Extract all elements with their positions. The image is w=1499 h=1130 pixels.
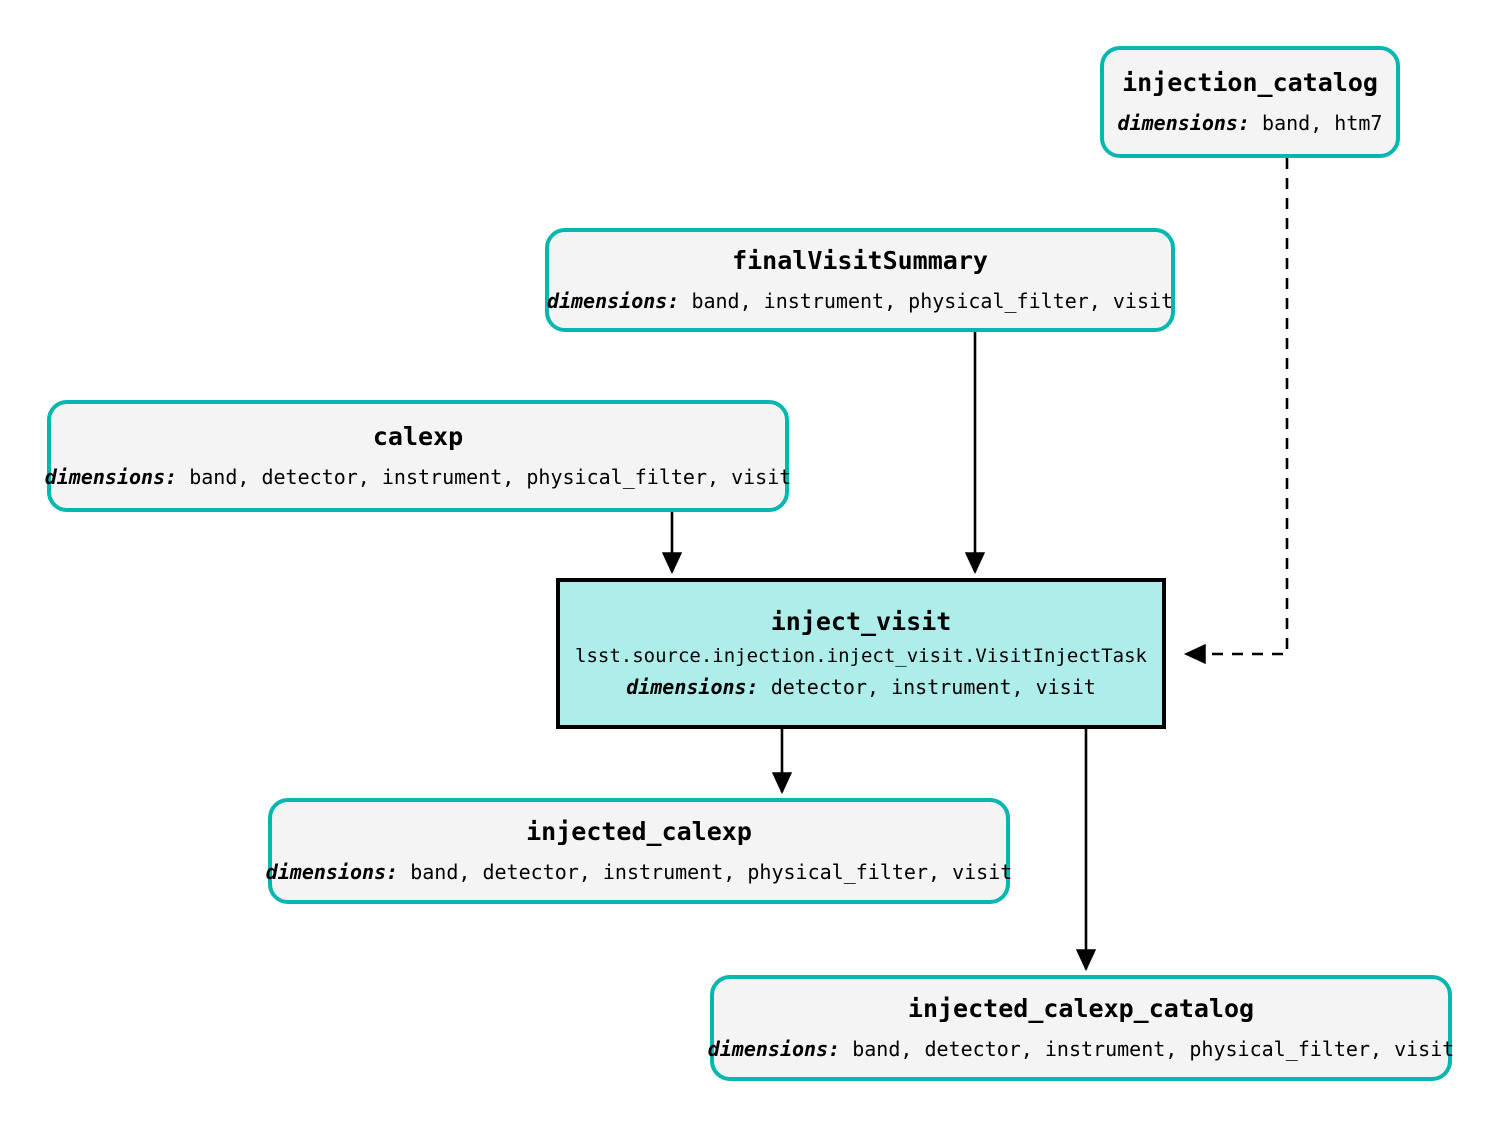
- node-dimensions: dimensions: detector, instrument, visit: [626, 674, 1096, 699]
- node-injected-calexp[interactable]: injected_calexp dimensions: band, detect…: [266, 798, 1013, 904]
- node-finalvisitsummary[interactable]: finalVisitSummary dimensions: band, inst…: [545, 228, 1175, 332]
- dimensions-value: band, htm7: [1262, 111, 1383, 136]
- edge-injection-catalog-to-inject-visit: [1183, 158, 1289, 665]
- node-title: injected_calexp_catalog: [907, 993, 1255, 1023]
- dimensions-label: dimensions:: [546, 289, 680, 314]
- node-injection-catalog[interactable]: injection_catalog dimensions: band, htm7: [1100, 46, 1400, 158]
- dimensions-label: dimensions:: [1117, 111, 1250, 136]
- node-dimensions: dimensions: band, detector, instrument, …: [266, 861, 1013, 884]
- node-inject-visit[interactable]: inject_visit lsst.source.injection.injec…: [556, 578, 1166, 729]
- node-title: inject_visit: [770, 607, 952, 637]
- dimensions-label: dimensions:: [265, 860, 399, 885]
- node-title: injected_calexp: [526, 816, 752, 846]
- node-dimensions: dimensions: band, detector, instrument, …: [45, 466, 792, 489]
- node-title: calexp: [372, 421, 464, 451]
- dimensions-value: band, detector, instrument, physical_fil…: [410, 860, 1013, 885]
- node-calexp[interactable]: calexp dimensions: band, detector, instr…: [45, 400, 792, 512]
- dimensions-value: detector, instrument, visit: [770, 674, 1096, 699]
- node-injected-calexp-catalog[interactable]: injected_calexp_catalog dimensions: band…: [708, 975, 1455, 1081]
- dimensions-value: band, detector, instrument, physical_fil…: [852, 1037, 1455, 1062]
- node-dimensions: dimensions: band, htm7: [1118, 112, 1383, 135]
- node-task-class: lsst.source.injection.inject_visit.Visit…: [575, 644, 1147, 667]
- node-dimensions: dimensions: band, detector, instrument, …: [708, 1038, 1455, 1061]
- dimensions-label: dimensions:: [707, 1037, 841, 1062]
- node-title: injection_catalog: [1122, 67, 1378, 97]
- dimensions-value: band, detector, instrument, physical_fil…: [189, 465, 792, 490]
- node-title: finalVisitSummary: [732, 245, 988, 275]
- dimensions-label: dimensions:: [626, 674, 759, 699]
- dimensions-label: dimensions:: [44, 465, 178, 490]
- node-dimensions: dimensions: band, instrument, physical_f…: [547, 290, 1173, 313]
- dimensions-value: band, instrument, physical_filter, visit: [691, 289, 1174, 314]
